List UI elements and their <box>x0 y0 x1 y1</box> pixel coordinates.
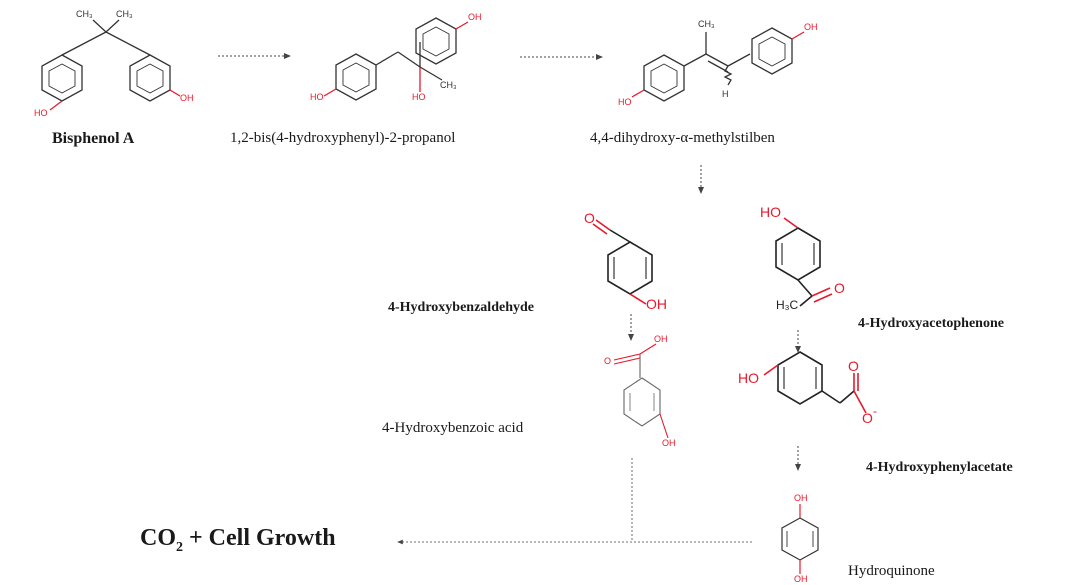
bisphenol-a-structure <box>41 19 181 111</box>
atom-ch3-stilbene: CH₃ <box>698 19 715 29</box>
hydroxyphenylacetate-structure <box>763 351 867 414</box>
co2-text: CO <box>140 525 176 551</box>
atom-ho-phenylacetate: HO <box>738 370 759 386</box>
atom-oh-stilbene: OH <box>804 22 818 32</box>
hydroxybenzaldehyde-structure <box>592 219 653 305</box>
atom-o-phenylacetate-top: O <box>848 358 859 374</box>
atom-oh-bpa: OH <box>180 93 194 103</box>
atom-ch3-bpa-right: CH₃ <box>116 9 133 19</box>
label-bisphenol-a: Bisphenol A <box>52 130 135 147</box>
atom-oh-benzoic-top: OH <box>654 334 668 344</box>
atom-o-phenylacetate-bottom: O <box>862 410 873 426</box>
atom-oh-aldehyde: OH <box>646 296 667 312</box>
atom-ch3-bpa-left: CH₃ <box>76 9 93 19</box>
cell-growth-text: + Cell Growth <box>183 525 336 551</box>
hydroxyacetophenone-structure <box>775 217 833 307</box>
atom-ch3-propanol: CH₃ <box>440 80 457 90</box>
label-hydroxybenzoic-acid: 4-Hydroxybenzoic acid <box>382 420 524 436</box>
pathway-arrows <box>218 53 801 545</box>
atom-ho-acetophenone: HO <box>760 204 781 220</box>
label-propanol: 1,2-bis(4-hydroxyphenyl)-2-propanol <box>230 130 456 146</box>
atom-oh-hydroquinone-bottom: OH <box>794 574 808 584</box>
co2-subscript: 2 <box>176 539 183 555</box>
label-stilbene: 4,4-dihydroxy-α-methylstilben <box>590 130 775 146</box>
atom-o-benzoic: O <box>604 356 612 366</box>
atom-ho-stilbene: HO <box>618 97 632 107</box>
atom-h-stilbene: H <box>722 89 729 99</box>
hydroquinone-structure <box>781 504 819 574</box>
atom-oh-propanol: OH <box>468 12 482 22</box>
atom-o-aldehyde: O <box>584 210 595 226</box>
label-hydroquinone: Hydroquinone <box>848 563 935 579</box>
atom-ho-propanol-mid: HO <box>412 92 426 102</box>
atom-h3c-acetophenone: H₃C <box>776 298 799 312</box>
label-co2-cell-growth: CO2 + Cell Growth <box>140 525 336 556</box>
label-hydroxyacetophenone: 4-Hydroxyacetophenone <box>858 316 1004 331</box>
atom-o-acetophenone: O <box>834 280 845 296</box>
atom-oh-hydroquinone-top: OH <box>794 493 808 503</box>
label-hydroxyphenylacetate: 4-Hydroxyphenylacetate <box>866 460 1013 475</box>
atom-negative-charge: - <box>873 404 877 418</box>
hydroxybenzoic-acid-structure <box>613 343 669 439</box>
propanol-structure <box>323 17 469 101</box>
label-hydroxybenzaldehyde: 4-Hydroxybenzaldehyde <box>388 300 534 315</box>
atom-oh-benzoic-bottom: OH <box>662 438 676 448</box>
atom-ho-bpa: HO <box>34 108 48 118</box>
atom-ho-propanol-left: HO <box>310 92 324 102</box>
stilbene-structure <box>631 27 805 102</box>
